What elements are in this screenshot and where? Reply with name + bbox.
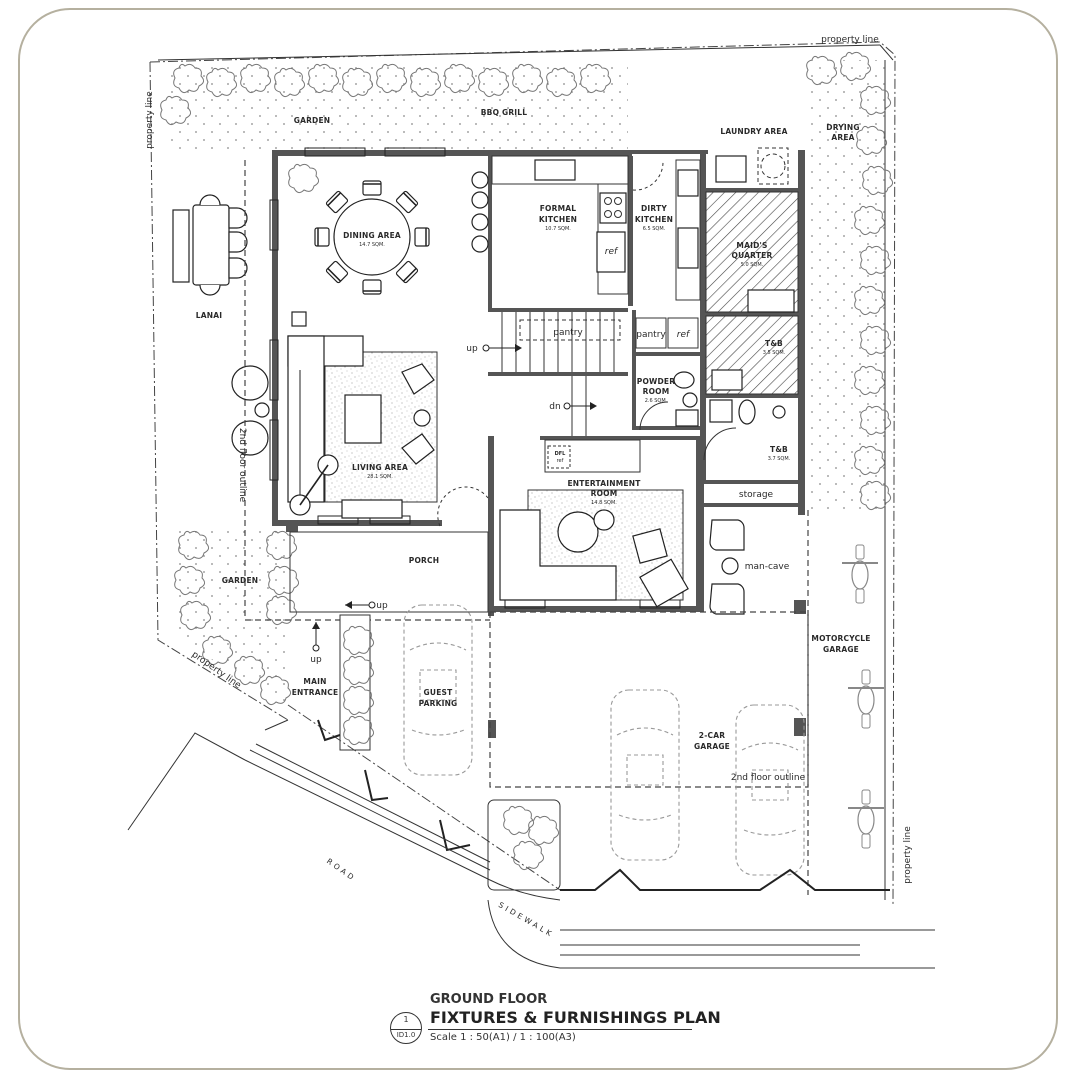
property-line (149, 41, 896, 906)
motorcycle-garage-label: GARAGE (823, 645, 859, 654)
sidewalk-planter (503, 805, 560, 871)
porch-slab (289, 531, 489, 613)
laundry-area-label: LAUNDRY AREA (720, 127, 787, 136)
garden-left-area (178, 530, 290, 705)
road-edge (127, 719, 935, 969)
bbq-grill-label: BBQ GRILL (481, 108, 528, 117)
title-block: 1 ID1.0 GROUND FLOOR FIXTURES & FURNISHI… (390, 992, 721, 1048)
dining-table-set (314, 180, 430, 295)
man-cave-label: man-cave (745, 562, 790, 572)
svg-text:AREA: AREA (831, 133, 854, 142)
detail-bubble: 1 ID1.0 (390, 1012, 422, 1044)
sheet-number: ID1.0 (391, 1029, 421, 1039)
svg-text:14.7 SQM.: 14.7 SQM. (359, 242, 385, 248)
svg-text:MAID'S: MAID'S (736, 241, 767, 250)
svg-text:QUARTER: QUARTER (732, 251, 773, 260)
lanai-furniture (172, 194, 270, 456)
second-floor-outline-left-label: 2nd floor outline (237, 428, 247, 503)
property-line-right-label: property line (903, 826, 913, 884)
svg-text:DIRTY: DIRTY (641, 204, 667, 213)
storage-label: storage (739, 490, 774, 500)
drawing-scale: Scale 1 : 50(A1) / 1 : 100(A3) (430, 1032, 576, 1043)
laundry-fixtures (715, 147, 789, 185)
svg-text:ROOM: ROOM (591, 489, 618, 498)
staircase (482, 312, 621, 436)
second-floor-outline-garage (489, 611, 809, 788)
svg-text:10.7 SQM.: 10.7 SQM. (545, 226, 571, 232)
svg-text:6.5 SQM.: 6.5 SQM. (643, 226, 666, 232)
garden-top-area (165, 66, 628, 150)
formal-kitchen-fixtures (491, 155, 629, 295)
svg-text:5.0 SQM.: 5.0 SQM. (741, 262, 764, 268)
road-label: ROAD (325, 857, 358, 884)
living-area-label: LIVING AREA (352, 463, 408, 472)
svg-text:T&B: T&B (770, 445, 788, 454)
svg-text:FORMAL: FORMAL (540, 204, 577, 213)
svg-text:14.8 SQM.: 14.8 SQM. (591, 500, 617, 506)
svg-text:DRYING: DRYING (826, 123, 859, 132)
entertainment-room-label: ENTERTAINMENT (567, 479, 641, 488)
porch-up-label: up (376, 601, 388, 611)
bar-stools (471, 171, 489, 253)
dirty-kitchen-fixtures (675, 159, 701, 301)
garden-top-label: GARDEN (294, 116, 331, 125)
svg-text:3.7 SQM.: 3.7 SQM. (768, 456, 791, 462)
property-line-top-label: property line (821, 35, 879, 45)
door-swing (437, 486, 489, 527)
room-labels: GARDEN BBQ GRILL LAUNDRY AREA DRYING ARE… (196, 108, 871, 751)
detail-number: 1 (403, 1015, 409, 1024)
dining-area-label: DINING AREA (343, 231, 401, 240)
bath-fixtures (673, 371, 786, 427)
svg-text:ROOM: ROOM (643, 387, 670, 396)
svg-text:T&B: T&B (765, 339, 783, 348)
pantry-stair-label: pantry (553, 328, 583, 338)
svg-text:KITCHEN: KITCHEN (635, 215, 673, 224)
garage-car-1 (610, 689, 680, 861)
svg-text:POWDER: POWDER (637, 377, 675, 386)
svg-text:GUEST: GUEST (424, 688, 454, 697)
drawing-title: FIXTURES & FURNISHINGS PLAN (430, 1008, 721, 1027)
garden-left-label: GARDEN (222, 576, 259, 585)
svg-text:3.5 SQM.: 3.5 SQM. (763, 350, 786, 356)
walls (272, 150, 806, 738)
living-furniture (287, 311, 435, 519)
front-fence (287, 704, 890, 891)
guest-parking-label: PARKING (419, 699, 458, 708)
stair-up-label: up (466, 344, 478, 354)
drying-area-ground (808, 60, 885, 510)
garage-car-2 (735, 704, 805, 876)
property-line-left-label: property line (145, 91, 155, 149)
svg-text:ref: ref (677, 330, 691, 340)
svg-text:MOTORCYCLE: MOTORCYCLE (811, 634, 870, 643)
pantry-kitchen-label: pantry (636, 330, 666, 340)
svg-text:KITCHEN: KITCHEN (539, 215, 577, 224)
man-cave-furniture (709, 519, 745, 615)
two-car-garage-label: GARAGE (694, 742, 730, 751)
porch-label: PORCH (409, 556, 439, 565)
svg-text:ref: ref (557, 458, 564, 464)
entertainment-furniture (499, 509, 689, 608)
svg-text:2-CAR: 2-CAR (699, 731, 725, 740)
svg-text:2.6 SQM.: 2.6 SQM. (645, 398, 668, 404)
svg-text:MAIN: MAIN (303, 677, 326, 686)
drawing-subtitle: GROUND FLOOR (430, 992, 548, 1007)
svg-text:28.1 SQM.: 28.1 SQM. (367, 474, 393, 480)
entrance-up-label: up (310, 655, 322, 665)
svg-text:DFL: DFL (555, 451, 567, 457)
stair-dn-label: dn (549, 402, 560, 412)
plant (288, 163, 320, 194)
second-floor-outline-garage-label: 2nd floor outline (731, 773, 806, 783)
title-underline (428, 1029, 692, 1030)
lanai-label: LANAI (196, 311, 222, 320)
motorcycles (841, 544, 885, 849)
main-entrance-label: ENTRANCE (292, 688, 339, 697)
sidewalk-label: SIDEWALK (497, 900, 556, 939)
svg-text:ref: ref (605, 247, 619, 257)
